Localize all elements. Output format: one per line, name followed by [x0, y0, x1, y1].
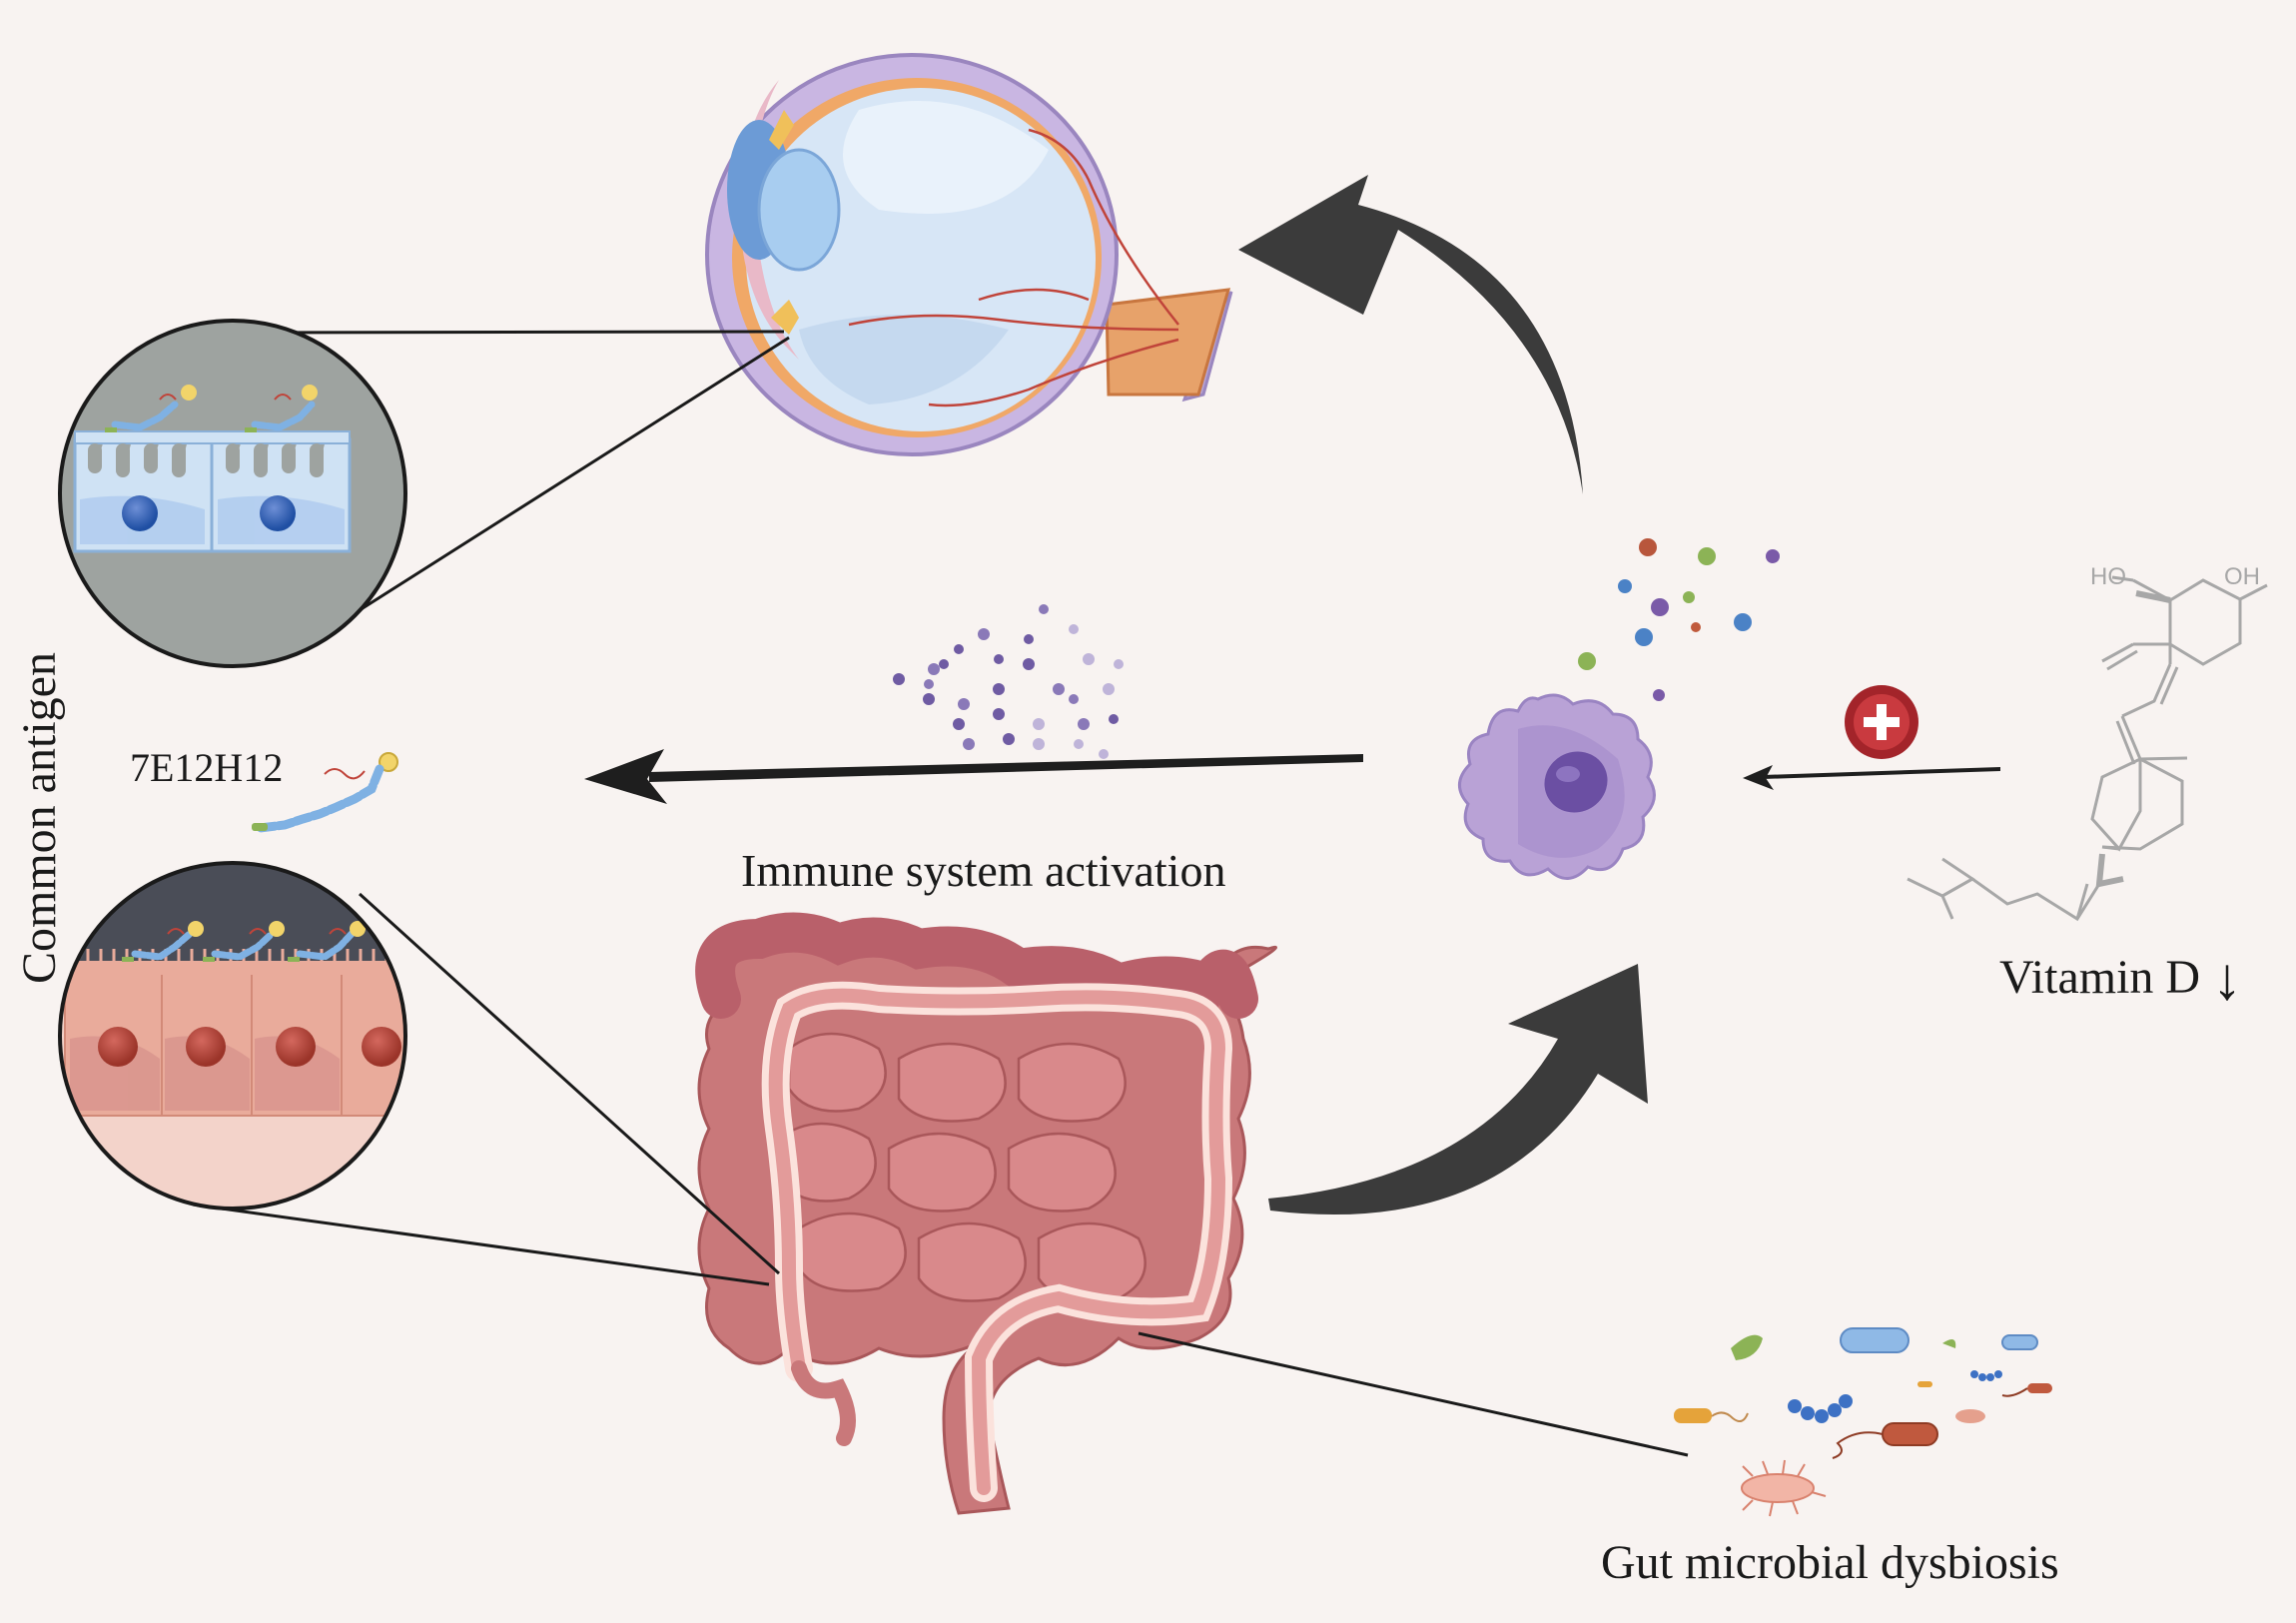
ho-label: HO: [2090, 563, 2126, 590]
cytokine-release: [1578, 538, 1780, 701]
plus-icon: [1845, 685, 1918, 759]
bacteria-icon: [1674, 1327, 2052, 1517]
arrow-vitamin-d: [1743, 765, 2000, 790]
immune-activation-label: Immune system activation: [741, 845, 1226, 896]
gut-dysbiosis-label: Gut microbial dysbiosis: [1601, 1536, 2059, 1589]
vitamin-d-label: Vitamin D ↓: [1999, 939, 2242, 1012]
arrow-to-cell: [1268, 964, 1648, 1216]
antibody-label: 7E12H12: [130, 745, 284, 790]
vitamin-d-down-arrow: ↓: [2212, 946, 2243, 1012]
antibody-icon: [252, 752, 398, 833]
immune-cell-icon: [1458, 693, 1656, 880]
oh-label: OH: [2224, 563, 2260, 590]
eye-icon: [705, 53, 1233, 456]
retina-magnifier: [58, 319, 790, 668]
arrow-to-eye: [1238, 175, 1583, 494]
common-antigen-label: Common antigen: [13, 652, 66, 984]
vitamin-d-molecule-icon: [1907, 575, 2268, 922]
vitamin-d-text: Vitamin D: [1999, 951, 2201, 1004]
intestine-icon: [695, 912, 1277, 1515]
cytokine-particles: [893, 604, 1124, 759]
arrow-immune-activation: [584, 749, 1363, 804]
